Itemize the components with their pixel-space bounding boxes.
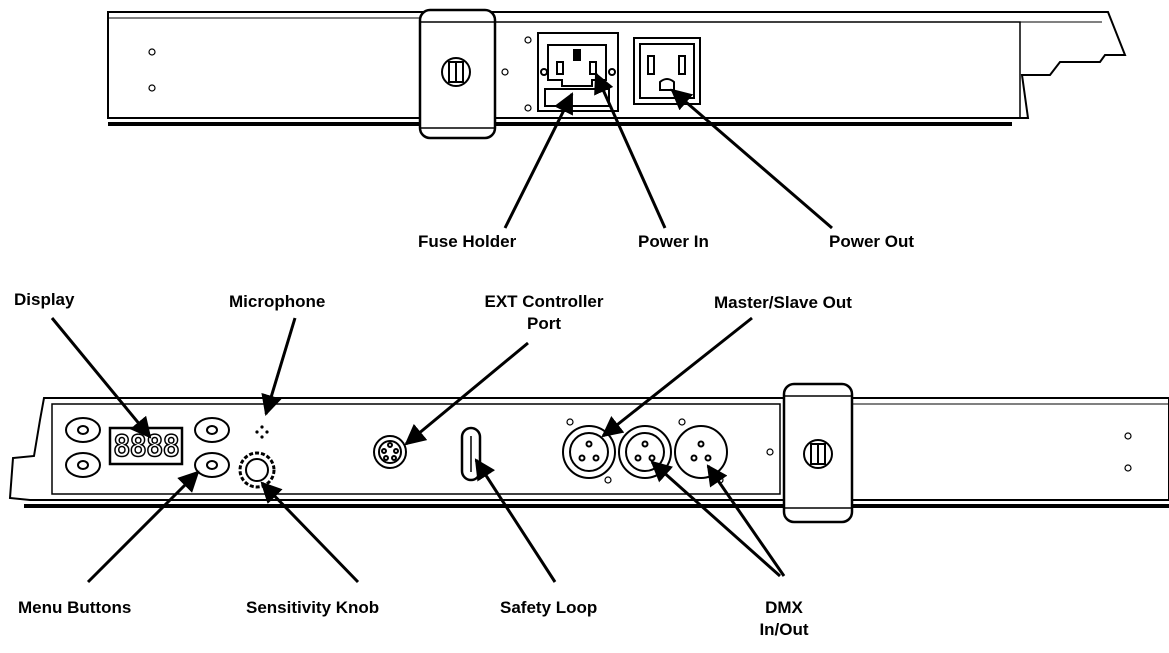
menu-buttons [65,417,230,478]
label-menu-buttons: Menu Buttons [18,598,132,617]
power-out-outlet [633,37,701,105]
callout-arrows [50,72,833,584]
dmx-out-connector [674,425,728,479]
label-microphone: Microphone [229,292,326,311]
fuse-holder [544,88,610,107]
label-master-slave-out: Master/Slave Out [714,293,852,312]
bottom-bracket-knob-icon [803,439,833,469]
label-ext-controller-port: EXT Controller Port [464,291,624,335]
label-ext-controller-port-line2: Port [527,314,561,333]
master-slave-out-connector [562,425,616,479]
safety-loop [460,426,482,482]
label-dmx-line1: DMX [765,598,803,617]
label-sensitivity-knob: Sensitivity Knob [246,598,380,617]
top-screws-icon [148,36,532,112]
bottom-screws-icon [566,418,1132,484]
label-ext-controller-port-line1: EXT Controller [484,292,604,311]
label-dmx-in-out: DMX In/Out [744,597,824,641]
label-display: Display [14,290,75,309]
label-safety-loop: Safety Loop [500,598,598,617]
ext-controller-port [373,435,407,469]
top-bracket-knob-icon [441,57,471,87]
label-fuse-holder: Fuse Holder [418,232,517,251]
label-power-out: Power Out [829,232,915,251]
microphone-icon [255,425,269,439]
sensitivity-knob [238,451,276,489]
label-dmx-line2: In/Out [759,620,809,639]
label-power-in: Power In [638,232,709,251]
